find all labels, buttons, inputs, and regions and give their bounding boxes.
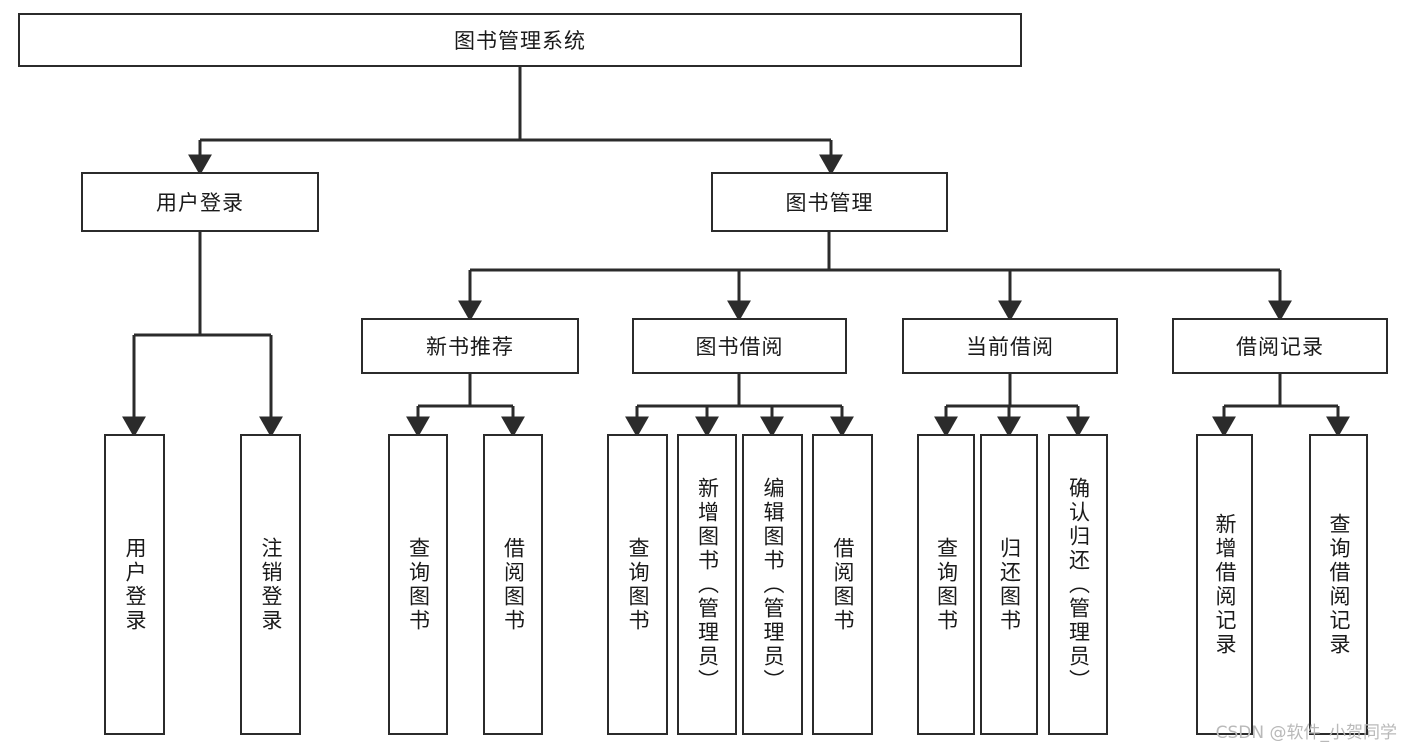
- leaf-confirm-return-admin-label: 确认归还（管理员）: [1066, 476, 1091, 693]
- leaf-edit-book-admin-label: 编辑图书（管理员）: [761, 476, 785, 693]
- node-book-borrow[interactable]: 图书借阅: [632, 318, 847, 374]
- leaf-query-book-current[interactable]: 查询图书: [917, 434, 975, 735]
- leaf-borrow-book[interactable]: 借阅图书: [812, 434, 873, 735]
- leaf-query-borrow-record-label: 查询借阅记录: [1327, 512, 1351, 657]
- leaf-add-borrow-record[interactable]: 新增借阅记录: [1196, 434, 1253, 735]
- leaf-add-borrow-record-label: 新增借阅记录: [1213, 512, 1237, 657]
- leaf-query-book-recommend[interactable]: 查询图书: [388, 434, 448, 735]
- leaf-user-logout-label: 注销登录: [259, 536, 283, 633]
- leaf-user-logout[interactable]: 注销登录: [240, 434, 301, 735]
- leaf-borrow-book-recommend[interactable]: 借阅图书: [483, 434, 543, 735]
- node-book-management-label: 图书管理: [785, 191, 874, 215]
- leaf-user-login[interactable]: 用户登录: [104, 434, 165, 735]
- leaf-borrow-book-label: 借阅图书: [831, 536, 855, 633]
- watermark: CSDN @软件_小贺同学: [1215, 723, 1397, 743]
- node-user-login[interactable]: 用户登录: [81, 172, 319, 232]
- node-user-login-label: 用户登录: [156, 191, 244, 215]
- leaf-query-book-borrow-label: 查询图书: [626, 536, 650, 633]
- leaf-user-login-label: 用户登录: [123, 536, 147, 633]
- leaf-query-book-recommend-label: 查询图书: [406, 536, 431, 633]
- leaf-edit-book-admin[interactable]: 编辑图书（管理员）: [742, 434, 803, 735]
- leaf-return-book-label: 归还图书: [997, 536, 1022, 633]
- node-book-borrow-label: 图书借阅: [695, 335, 784, 359]
- leaf-query-book-borrow[interactable]: 查询图书: [607, 434, 668, 735]
- node-book-management[interactable]: 图书管理: [711, 172, 948, 232]
- leaf-return-book[interactable]: 归还图书: [980, 434, 1038, 735]
- node-current-borrow[interactable]: 当前借阅: [902, 318, 1118, 374]
- node-root-label: 图书管理系统: [454, 29, 586, 53]
- node-borrow-records[interactable]: 借阅记录: [1172, 318, 1388, 374]
- node-new-book-recommend-label: 新书推荐: [426, 335, 514, 359]
- leaf-add-book-admin-label: 新增图书（管理员）: [695, 476, 720, 693]
- node-root[interactable]: 图书管理系统: [18, 13, 1022, 67]
- leaf-query-book-current-label: 查询图书: [934, 536, 959, 633]
- node-new-book-recommend[interactable]: 新书推荐: [361, 318, 579, 374]
- leaf-query-borrow-record[interactable]: 查询借阅记录: [1309, 434, 1368, 735]
- node-current-borrow-label: 当前借阅: [966, 335, 1054, 359]
- leaf-confirm-return-admin[interactable]: 确认归还（管理员）: [1048, 434, 1108, 735]
- leaf-add-book-admin[interactable]: 新增图书（管理员）: [677, 434, 737, 735]
- node-borrow-records-label: 借阅记录: [1236, 335, 1324, 359]
- leaf-borrow-book-recommend-label: 借阅图书: [501, 536, 526, 633]
